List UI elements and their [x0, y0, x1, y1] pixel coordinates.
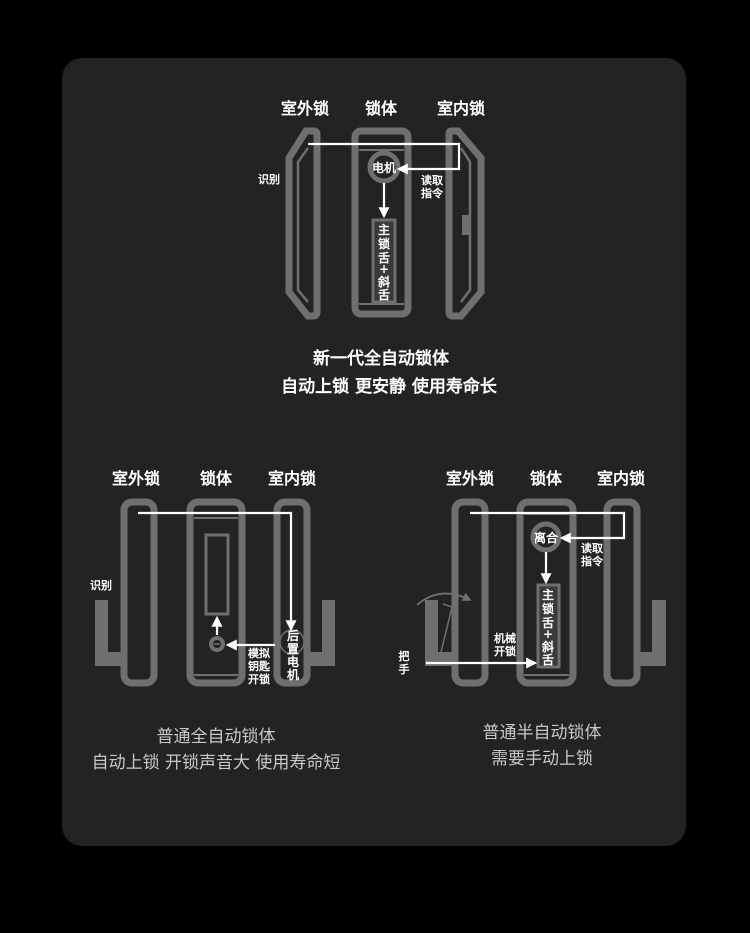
left-outdoor-handle [95, 600, 122, 666]
left-outdoor-lock-shape [120, 498, 158, 687]
right-handle-label-2: 手 [399, 662, 410, 676]
right-clutch-label: 离合 [534, 530, 559, 545]
right-signal-wire [470, 511, 626, 544]
content-panel [62, 58, 686, 846]
top-header-outdoor-lock: 室外锁 [281, 99, 329, 118]
right-header-lock-body: 锁体 [530, 469, 563, 488]
left-rear-motor-char: 后 [287, 628, 299, 643]
top-signal-wire [308, 142, 461, 175]
left-indoor-lock-shape [273, 498, 311, 687]
top-bolt-box [371, 218, 397, 304]
left-indoor-handle [308, 600, 335, 666]
top-caption-subtitle: 自动上锁 更安静 使用寿命长 [281, 376, 498, 397]
top-identify-label: 识别 [258, 172, 280, 186]
left-bolt-box [204, 533, 230, 616]
left-identify-label: 识别 [90, 578, 112, 592]
top-bolt-char: 斜 [377, 274, 390, 289]
left-caption-title: 普通全自动锁体 [157, 727, 276, 747]
top-outdoor-lock-shape [285, 127, 321, 320]
right-bolt-char: 舌 [542, 652, 554, 667]
top-indoor-lock-handle-slot [462, 215, 470, 235]
right-caption-subtitle: 需要手动上锁 [491, 749, 593, 769]
top-header-indoor-lock: 室内锁 [437, 99, 485, 118]
right-bolt-char: + [543, 627, 553, 641]
right-lock-body-shape [516, 498, 577, 687]
top-indoor-lock-shape [445, 127, 485, 320]
right-indoor-handle [638, 600, 666, 666]
right-read-label-2: 指令 [581, 554, 604, 568]
right-diagram: 室外锁 锁体 室内锁 离合 主 锁 舌 + 斜 舌 [399, 469, 666, 769]
left-sim-key-label: 模拟 钥匙 开锁 [248, 646, 271, 686]
top-bolt-label: 主 锁 舌 + 斜 舌 [377, 222, 390, 302]
right-mech-unlock-label-2: 开锁 [494, 644, 516, 658]
left-sim-key-line: 钥匙 [248, 659, 271, 673]
top-read-label-2: 指令 [421, 186, 444, 200]
right-bolt-char: 主 [542, 587, 554, 602]
top-diagram: 室外锁 锁体 室内锁 电机 主 锁 舌 + 斜 舌 识别 读取 指 [258, 99, 498, 397]
right-bolt-box [536, 583, 561, 669]
right-handle-rotation-arrow-icon [416, 592, 472, 606]
left-rear-motor-label: 后 置 电 机 [287, 628, 299, 682]
left-sim-key-line: 模拟 [248, 646, 270, 660]
right-read-label-1: 读取 [581, 541, 603, 555]
left-lock-body-shape [186, 498, 246, 687]
top-bolt-char: 舌 [378, 287, 390, 302]
top-bolt-char: 舌 [378, 250, 390, 265]
left-diagram: 室外锁 锁体 室内锁 识别 后 置 电 机 模拟 钥匙 开锁 [90, 469, 340, 773]
left-header-lock-body: 锁体 [200, 469, 233, 488]
left-rear-motor-char: 机 [287, 667, 299, 682]
left-rear-motor-char: 置 [287, 642, 299, 656]
top-bolt-char: 锁 [378, 236, 390, 251]
top-outdoor-lock-inner [296, 147, 310, 303]
left-header-indoor-lock: 室内锁 [268, 469, 316, 488]
left-caption-subtitle: 自动上锁 开锁声音大 使用寿命短 [92, 752, 341, 773]
left-rear-motor-char: 电 [287, 654, 299, 669]
left-signal-wire [138, 511, 297, 632]
top-motor-label: 电机 [372, 160, 396, 175]
right-header-outdoor-lock: 室外锁 [446, 469, 494, 488]
top-header-lock-body: 锁体 [365, 99, 398, 118]
right-mech-unlock-label-1: 机械 [494, 631, 516, 645]
right-bolt-char: 斜 [541, 639, 554, 654]
left-sim-key-line: 开锁 [248, 672, 270, 686]
right-header-indoor-lock: 室内锁 [597, 469, 645, 488]
top-caption-title: 新一代全自动锁体 [313, 348, 450, 369]
right-clutch-circle [530, 521, 562, 553]
top-bolt-char: 主 [378, 222, 390, 237]
right-bolt-label: 主 锁 舌 + 斜 舌 [541, 587, 554, 667]
right-caption-title: 普通半自动锁体 [483, 723, 602, 743]
top-read-label-1: 读取 [421, 173, 443, 187]
right-bolt-char: 舌 [542, 615, 554, 630]
left-header-outdoor-lock: 室外锁 [112, 469, 160, 488]
top-lock-body-shape [351, 127, 412, 318]
right-handle-label-1: 把 [399, 649, 410, 663]
right-outdoor-handle [425, 600, 452, 666]
right-handle-rotated-outline [440, 603, 453, 653]
right-indoor-lock-shape [603, 498, 641, 687]
top-bolt-char: + [379, 262, 389, 276]
right-bolt-char: 锁 [542, 601, 554, 616]
right-outdoor-lock-shape [451, 498, 489, 687]
